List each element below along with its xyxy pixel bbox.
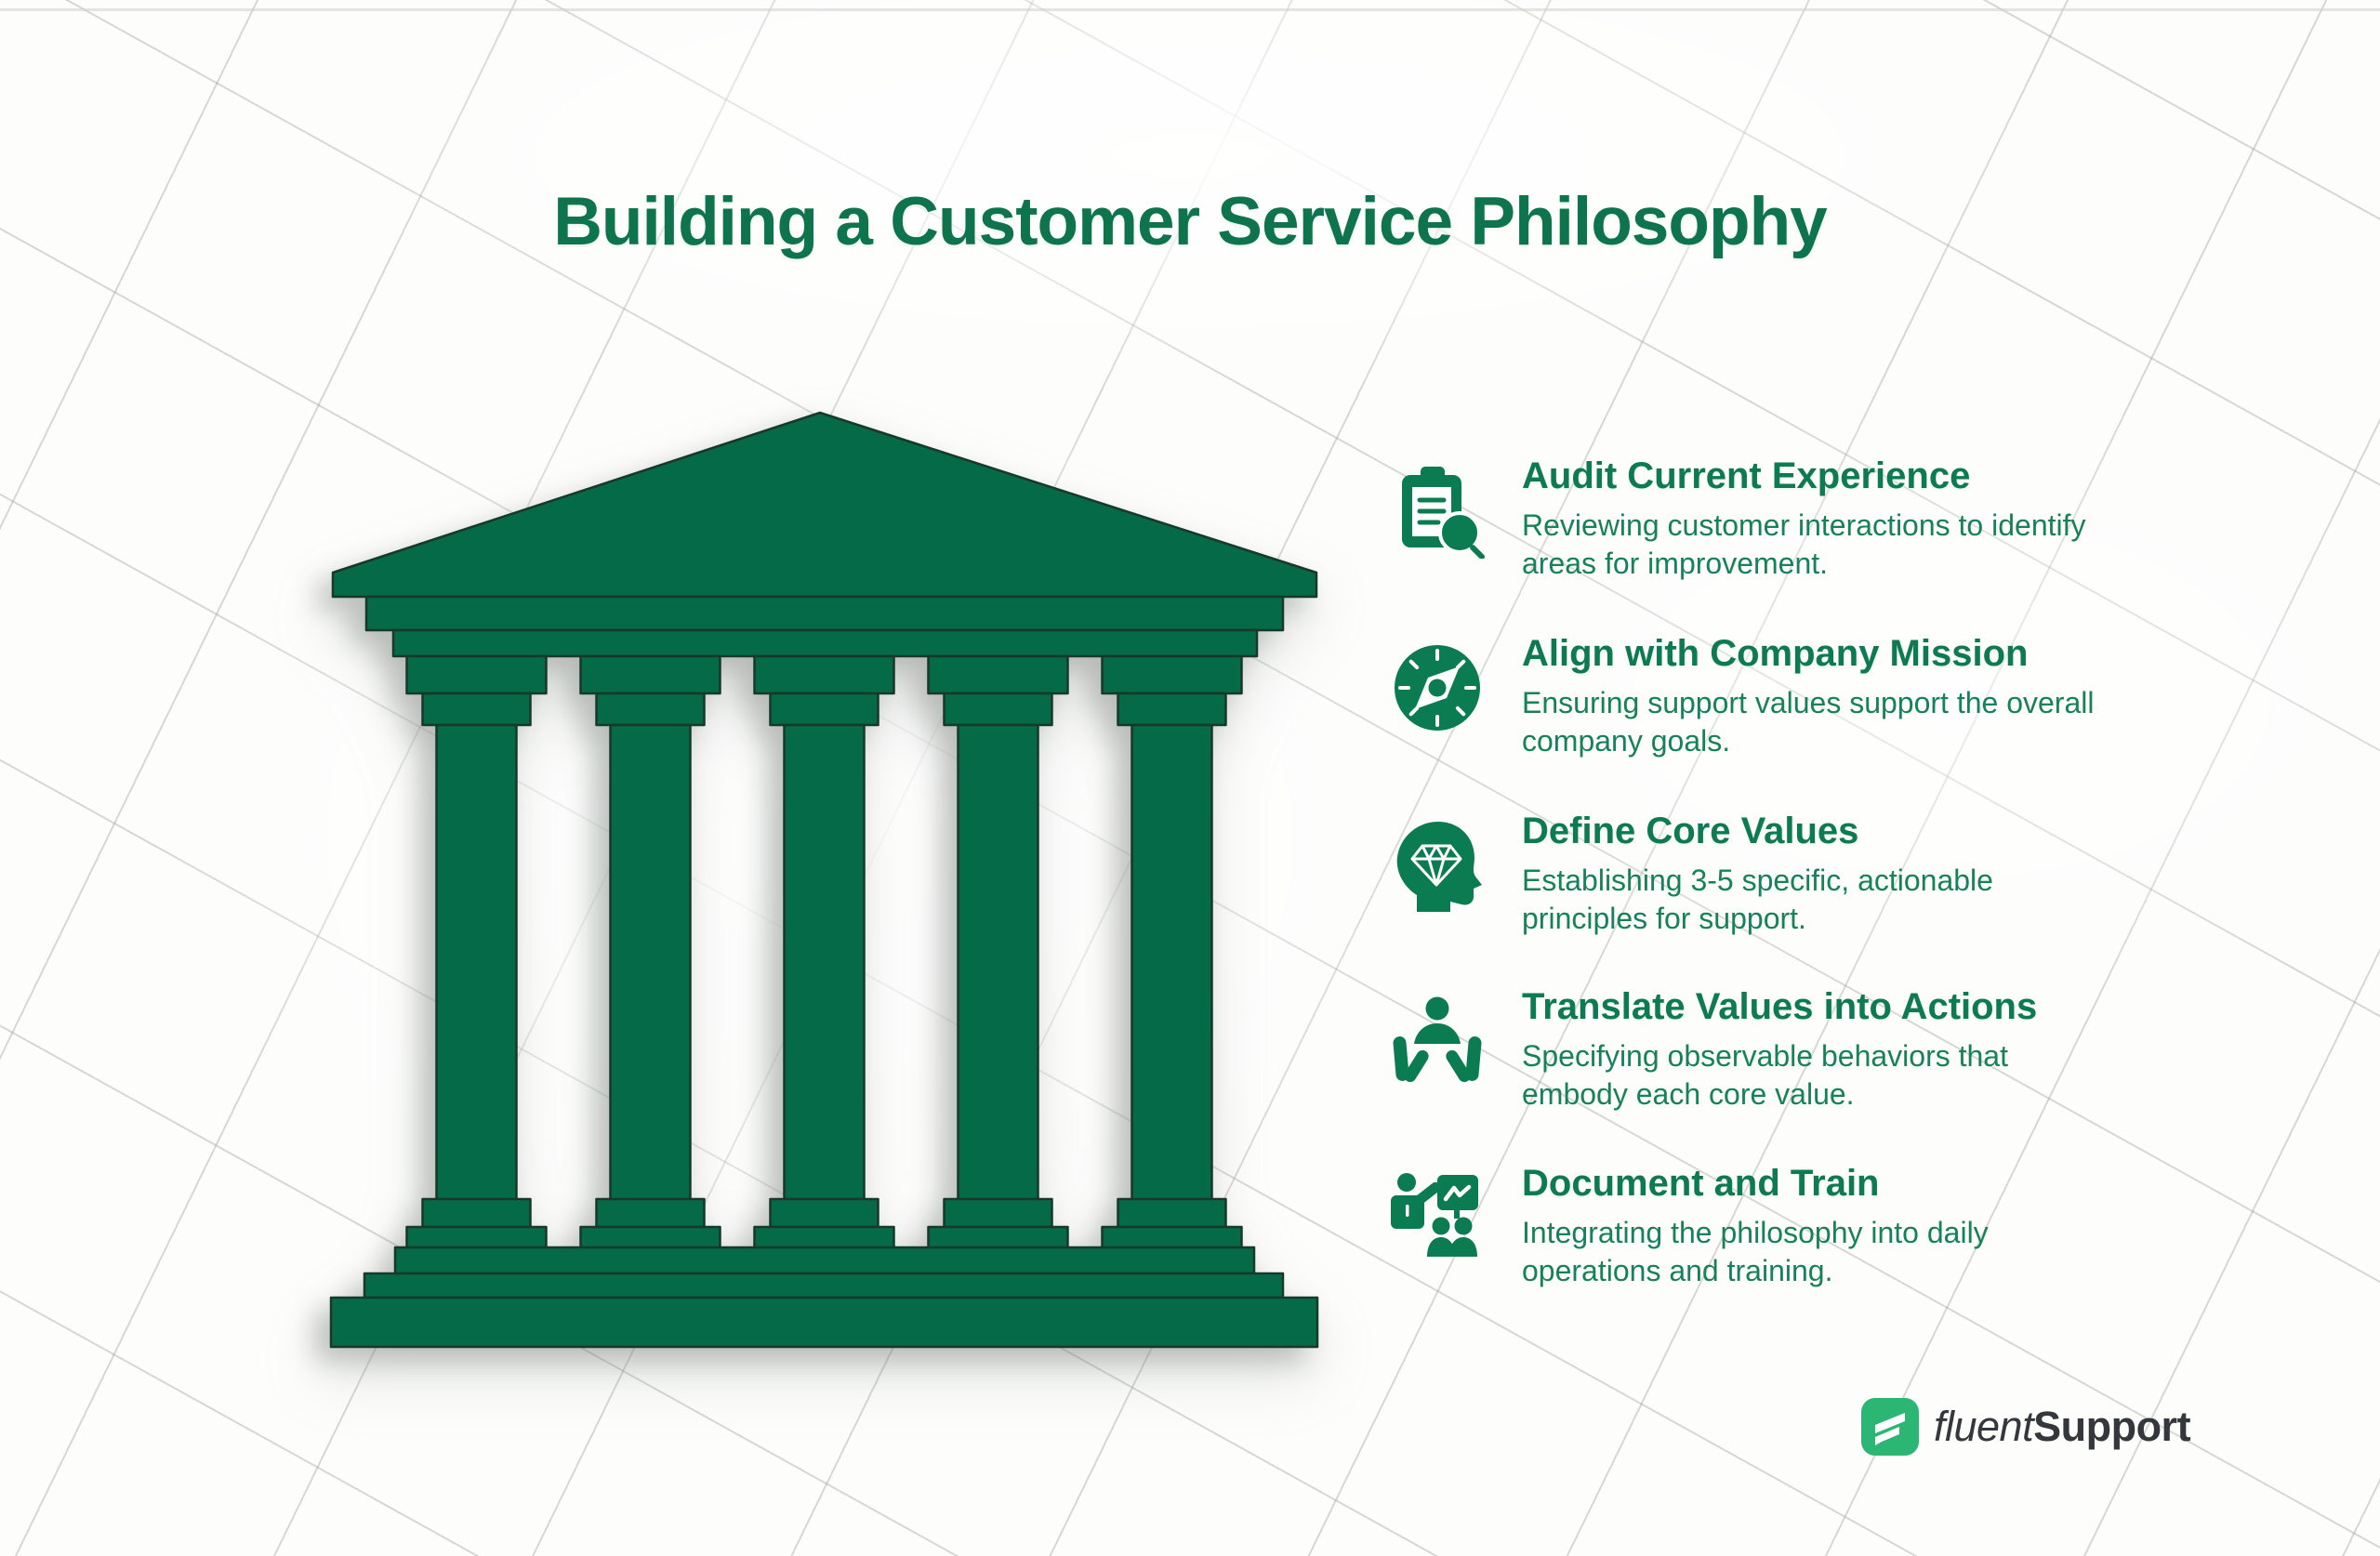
brand-name-prefix: fluent [1934, 1403, 2034, 1450]
step-description: Integrating the philosophy into daily op… [1522, 1216, 1989, 1287]
trainer-presentation-icon [1391, 1173, 1478, 1257]
step-description: Specifying observable behaviors that emb… [1522, 1039, 2008, 1111]
step-text: Audit Current Experience Reviewing custo… [1522, 453, 2210, 583]
temple-column [753, 654, 895, 1251]
temple-architrave [364, 595, 1285, 632]
step-row-actions: Translate Values into Actions Specifying… [1389, 983, 2244, 1151]
temple-column [927, 654, 1069, 1251]
step-title: Align with Company Mission [1522, 633, 2029, 674]
temple-column [579, 654, 721, 1251]
step-row-values: Define Core Values Establishing 3-5 spec… [1389, 808, 2244, 975]
temple-illustration [329, 411, 1319, 1349]
step-description: Reviewing customer interactions to ident… [1522, 508, 2086, 580]
step-text: Document and Train Integrating the philo… [1522, 1160, 2210, 1290]
top-edge-line [0, 8, 2380, 11]
temple-pediment [331, 411, 1318, 599]
step-title: Audit Current Experience [1522, 455, 1971, 496]
person-caring-hands-icon [1393, 996, 1482, 1083]
step-text: Align with Company Mission Ensuring supp… [1522, 630, 2210, 760]
temple-column [405, 654, 548, 1251]
temple-step-top [393, 1246, 1256, 1275]
brand-logo: fluentSupport [1861, 1398, 2191, 1456]
temple-frieze [391, 628, 1259, 658]
page-title: Building a Customer Service Philosophy [553, 183, 1828, 259]
brand-logo-text: fluentSupport [1934, 1403, 2191, 1451]
head-diamond-icon [1396, 822, 1482, 912]
temple-step-bottom [329, 1296, 1319, 1349]
step-title: Document and Train [1522, 1163, 1880, 1204]
steps-list: Audit Current Experience Reviewing custo… [1389, 453, 2244, 1382]
step-row-mission: Align with Company Mission Ensuring supp… [1389, 630, 2244, 798]
temple-step-middle [363, 1272, 1285, 1299]
step-row-audit: Audit Current Experience Reviewing custo… [1389, 453, 2244, 620]
clipboard-magnifier-icon [1402, 467, 1485, 559]
step-description: Ensuring support values support the over… [1522, 686, 2095, 758]
step-title: Translate Values into Actions [1522, 986, 2038, 1027]
step-row-train: Document and Train Integrating the philo… [1389, 1160, 2244, 1327]
step-title: Define Core Values [1522, 811, 1859, 851]
step-text: Translate Values into Actions Specifying… [1522, 983, 2210, 1114]
brand-name-suffix: Support [2033, 1403, 2191, 1450]
step-description: Establishing 3-5 specific, actionable pr… [1522, 864, 1993, 935]
fluent-support-logo-icon [1861, 1398, 1919, 1456]
compass-icon [1395, 645, 1480, 731]
step-text: Define Core Values Establishing 3-5 spec… [1522, 808, 2210, 938]
temple-column [1101, 654, 1243, 1251]
